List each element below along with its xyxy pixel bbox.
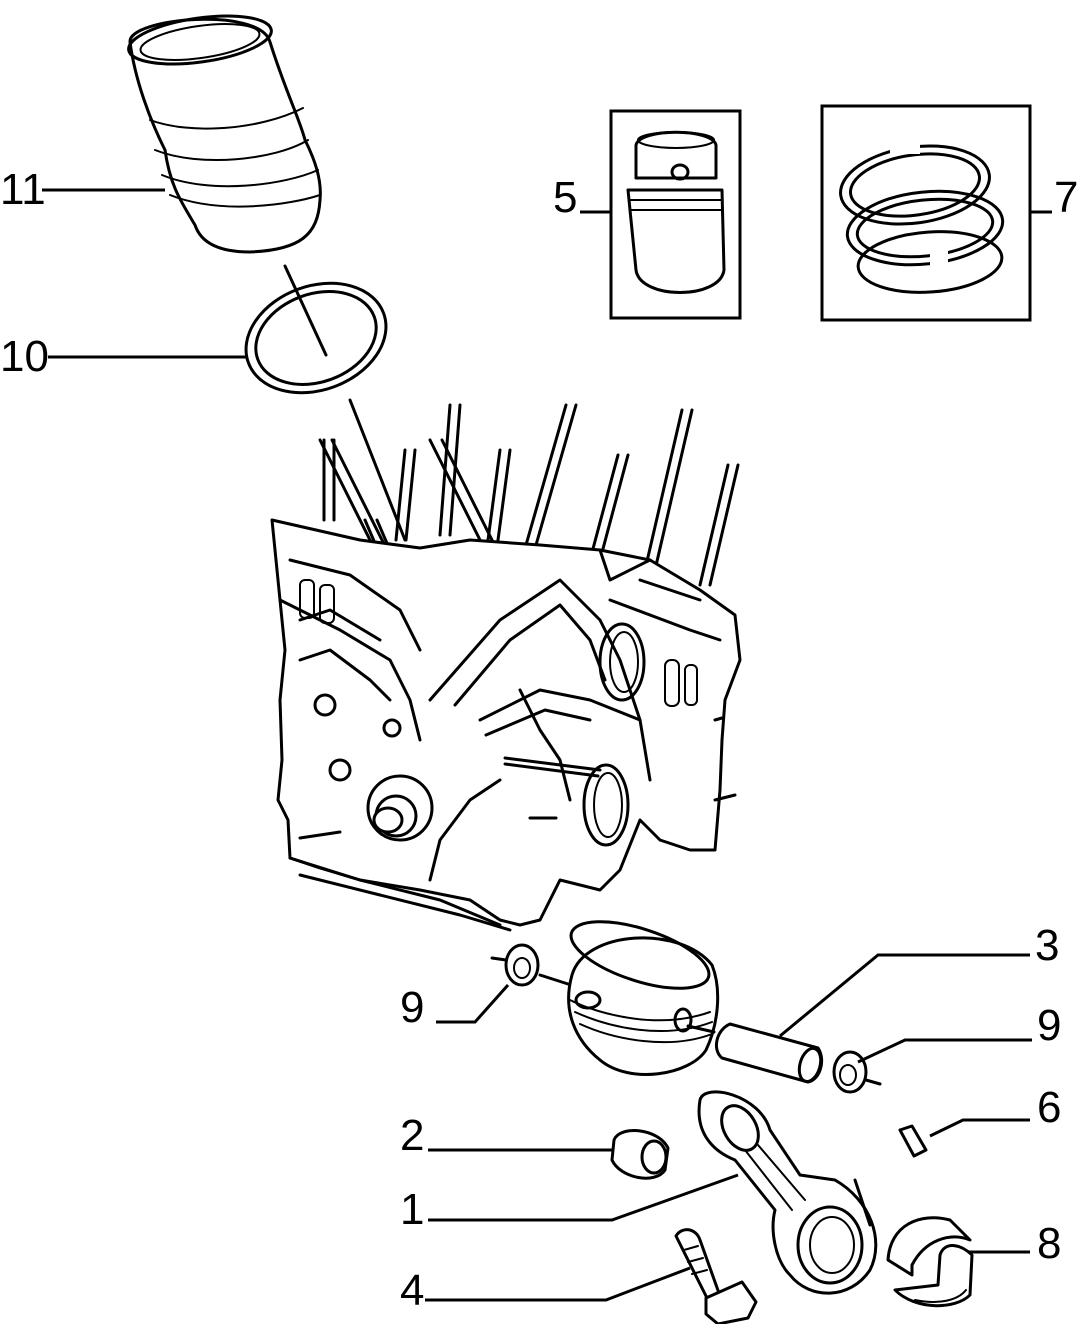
circlip-left <box>490 943 540 987</box>
engine-block <box>270 398 742 932</box>
label-4: 4 <box>400 1266 424 1315</box>
big-end-bearing-shells <box>886 1216 974 1308</box>
label-9-right: 9 <box>1037 1001 1061 1050</box>
label-7: 7 <box>1054 173 1078 222</box>
label-5: 5 <box>553 173 577 222</box>
label-8: 8 <box>1037 1219 1061 1268</box>
con-rod-bolt <box>674 1228 758 1324</box>
piston-rings-box <box>820 104 1032 322</box>
label-2: 2 <box>400 1111 424 1160</box>
connecting-rod <box>697 1090 878 1295</box>
circlip-right <box>832 1050 882 1094</box>
label-9-left: 9 <box>400 983 424 1032</box>
callout-labels: 11 10 5 7 3 9 9 6 2 1 8 4 <box>0 165 1078 1315</box>
piston-assembly-box <box>609 109 742 320</box>
cylinder-liner <box>127 14 328 357</box>
leader-lines <box>42 188 1052 1302</box>
gudgeon-pin <box>714 1022 824 1084</box>
locating-key <box>898 1124 928 1158</box>
label-6: 6 <box>1037 1083 1061 1132</box>
small-end-bush <box>610 1129 670 1180</box>
piston <box>538 920 720 1076</box>
label-1: 1 <box>400 1185 424 1234</box>
label-3: 3 <box>1035 921 1059 970</box>
label-11: 11 <box>0 165 46 214</box>
o-ring-seal <box>244 281 388 395</box>
label-10: 10 <box>0 332 49 381</box>
